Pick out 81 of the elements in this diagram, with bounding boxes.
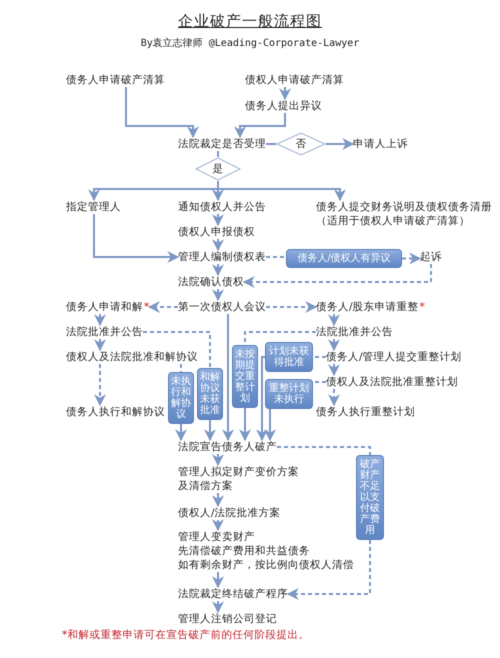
step-text: 法院宣告债务人破产	[178, 440, 277, 454]
step-text: 债务人执行和解协议	[66, 405, 165, 419]
arrow	[328, 314, 340, 326]
condition-box: 未按期提交重整计划	[232, 345, 258, 408]
arrow	[402, 252, 422, 264]
decision-diamond	[276, 132, 326, 156]
arrow	[94, 364, 106, 406]
arrow	[328, 339, 340, 352]
step-text: 先清偿破产费用和共益债务	[178, 544, 310, 558]
step-text: （适用于债权人申请破产清算）	[316, 214, 470, 228]
step-text: 债务人执行重整计划	[316, 405, 415, 419]
arrow	[204, 420, 216, 442]
arrow	[148, 301, 178, 313]
step-text: 管理人拟定财产变价方案	[178, 465, 299, 479]
step-text: 管理人编制债权表	[178, 250, 266, 264]
step-text: 债务人提交财务说明及债权债务清册	[316, 200, 492, 214]
arrow	[328, 364, 340, 376]
condition-box: 重整计划未执行	[265, 379, 313, 409]
step-text: 法院裁定是否受理	[178, 137, 266, 151]
arrow	[279, 87, 291, 100]
condition-box: 和解协议未获批准	[197, 368, 223, 420]
arrow	[212, 519, 224, 532]
decision-diamond	[195, 157, 241, 181]
arrow	[212, 493, 224, 508]
step-text: 债务人/管理人提交重整计划	[326, 350, 462, 364]
author-credit: By袁立志律师 @Leading-Corporate-Lawyer	[140, 36, 360, 50]
footnote-mark: *	[420, 300, 425, 314]
step-text: 及清偿方案	[178, 479, 233, 493]
step-text: 第一次债权人会议	[178, 300, 266, 314]
step-text: 法院确认债权	[178, 275, 244, 289]
arrow	[239, 408, 251, 442]
step-text: 管理人变卖财产	[178, 530, 255, 544]
arrow	[242, 264, 432, 288]
arrow	[212, 214, 224, 226]
footnote-mark: *	[144, 300, 150, 314]
arrow	[212, 239, 224, 252]
step-text: 法院裁定终结破产程序	[178, 587, 288, 601]
step-text: 债务人/股东申请重整	[316, 300, 419, 314]
step-text: 债权人/法院批准方案	[178, 506, 281, 520]
arrow	[212, 572, 224, 588]
condition-box: 破产财产不足以支付破产费用	[356, 455, 384, 540]
condition-box: 计划未获得批准	[265, 342, 313, 372]
arrow	[286, 540, 371, 600]
step-text: 债权人及法院批准重整计划	[326, 375, 458, 389]
arrow	[94, 339, 106, 352]
arrow	[175, 424, 187, 442]
step-text: 法院批准并公告	[316, 325, 393, 339]
step-text: 管理人注销公司登记	[178, 612, 277, 626]
arrow	[212, 289, 224, 302]
decision-label: 否	[296, 137, 306, 151]
arrow	[234, 113, 286, 138]
arrow	[125, 87, 199, 138]
step-text: 申请人上诉	[353, 137, 408, 151]
step-text: 如有剩余财产，按比例向债权人清偿	[178, 558, 354, 572]
step-text: 起诉	[420, 250, 442, 264]
diagram-title: 企业破产一般流程图	[178, 12, 322, 31]
step-text: 债权人及法院批准和解协议	[66, 350, 198, 364]
condition-box: 未执行和解协议	[168, 372, 194, 424]
arrow	[328, 389, 340, 406]
arrow	[256, 356, 268, 442]
arrow	[93, 214, 180, 263]
step-text: 债务人提出异议	[245, 99, 322, 113]
step-text: 指定管理人	[66, 200, 121, 214]
step-text: 法院批准并公告	[66, 325, 143, 339]
footnote: *和解或重整申请可在宣告破产前的任何阶段提出。	[62, 628, 310, 642]
condition-box: 债务人/债权人有异议	[286, 249, 402, 268]
arrow	[212, 454, 224, 466]
arrow	[264, 409, 276, 442]
step-text: 债务人申请破产清算	[66, 73, 165, 87]
step-text: 债务人申请和解	[66, 300, 143, 314]
arrow	[266, 301, 318, 313]
step-text: 债权人申报债权	[178, 225, 255, 239]
decision-label: 是	[212, 162, 224, 176]
arrow	[217, 181, 346, 202]
arrow	[222, 314, 234, 442]
arrow	[212, 601, 224, 614]
arrow	[326, 138, 354, 150]
arrow	[94, 314, 106, 326]
step-text: 通知债权人并公告	[178, 200, 266, 214]
step-text: 债权人申请破产清算	[245, 73, 344, 87]
arrow	[212, 264, 224, 276]
